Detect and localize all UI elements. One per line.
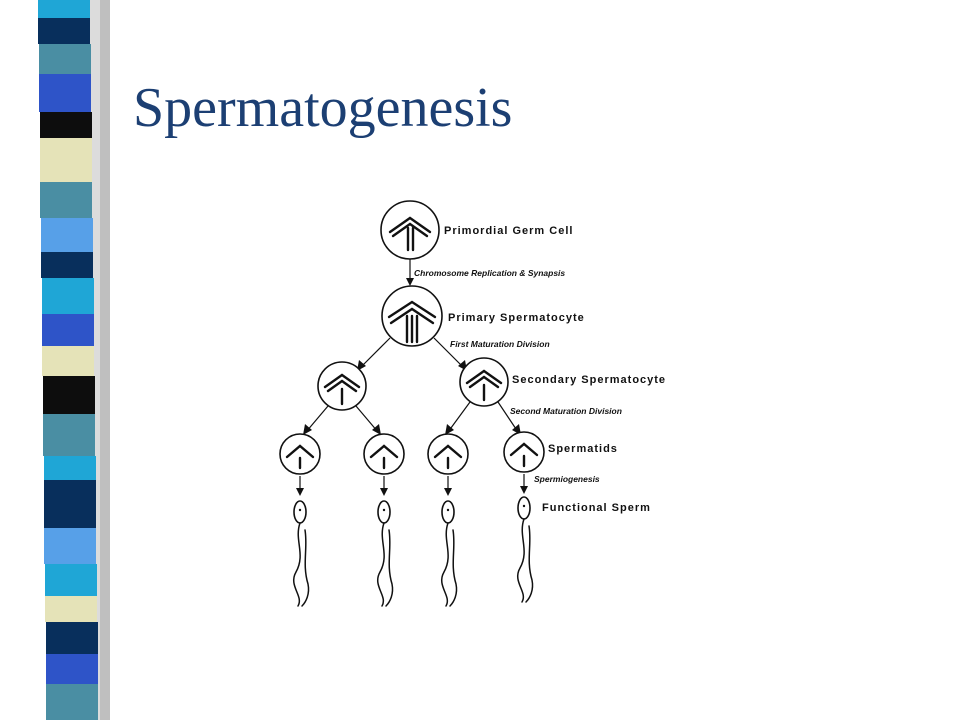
primary-spermatocyte	[381, 285, 443, 347]
stripe-block	[44, 456, 96, 480]
decorative-side-stripe	[38, 0, 110, 720]
stripe-block	[39, 44, 91, 74]
label-primary-spermatocyte: Primary Spermatocyte	[448, 312, 585, 324]
secondary-spermatocyte-right	[459, 357, 509, 407]
label-second-maturation-division: Second Maturation Division	[510, 406, 622, 416]
secondary-spermatocyte-left	[317, 361, 367, 411]
stripe-block	[40, 112, 92, 138]
stripe-block	[41, 252, 93, 278]
stripe-block	[40, 138, 92, 182]
label-spermatids: Spermatids	[548, 443, 618, 455]
stripe-block	[42, 314, 94, 346]
sperm-1	[293, 500, 310, 607]
stripe-block	[43, 376, 95, 414]
stripe-block	[43, 414, 95, 456]
stripe-block	[46, 654, 98, 684]
stripe-block	[44, 528, 96, 564]
spermatid-1	[279, 433, 321, 475]
stripe-block	[44, 480, 96, 528]
label-functional-sperm: Functional Sperm	[542, 502, 651, 514]
stripe-block	[45, 564, 97, 596]
stripe-block	[45, 596, 97, 622]
stripe-block	[42, 346, 94, 376]
stripe-block	[39, 74, 91, 112]
stripe-block	[46, 684, 98, 720]
spermatogenesis-diagram: Primordial Germ Cell Chromosome Replicat…	[279, 200, 666, 607]
sperm-3	[441, 500, 458, 607]
label-chromosome-replication: Chromosome Replication & Synapsis	[414, 268, 565, 278]
primordial-germ-cell	[380, 200, 440, 260]
spermatid-4	[503, 431, 545, 473]
stripe-block	[40, 182, 92, 218]
sperm-4	[517, 496, 534, 603]
stripe-block	[38, 0, 90, 18]
stripe-block	[46, 622, 98, 654]
spermatid-3	[427, 433, 469, 475]
spermatid-2	[363, 433, 405, 475]
stripe-block	[38, 18, 90, 44]
stripe-block	[41, 218, 93, 252]
stripe-block	[42, 278, 94, 314]
label-first-maturation-division: First Maturation Division	[450, 339, 550, 349]
label-spermiogenesis: Spermiogenesis	[534, 474, 600, 484]
slide-title: Spermatogenesis	[133, 77, 513, 139]
sperm-2	[377, 500, 394, 607]
label-secondary-spermatocyte: Secondary Spermatocyte	[512, 374, 666, 386]
label-primordial-germ-cell: Primordial Germ Cell	[444, 225, 573, 237]
